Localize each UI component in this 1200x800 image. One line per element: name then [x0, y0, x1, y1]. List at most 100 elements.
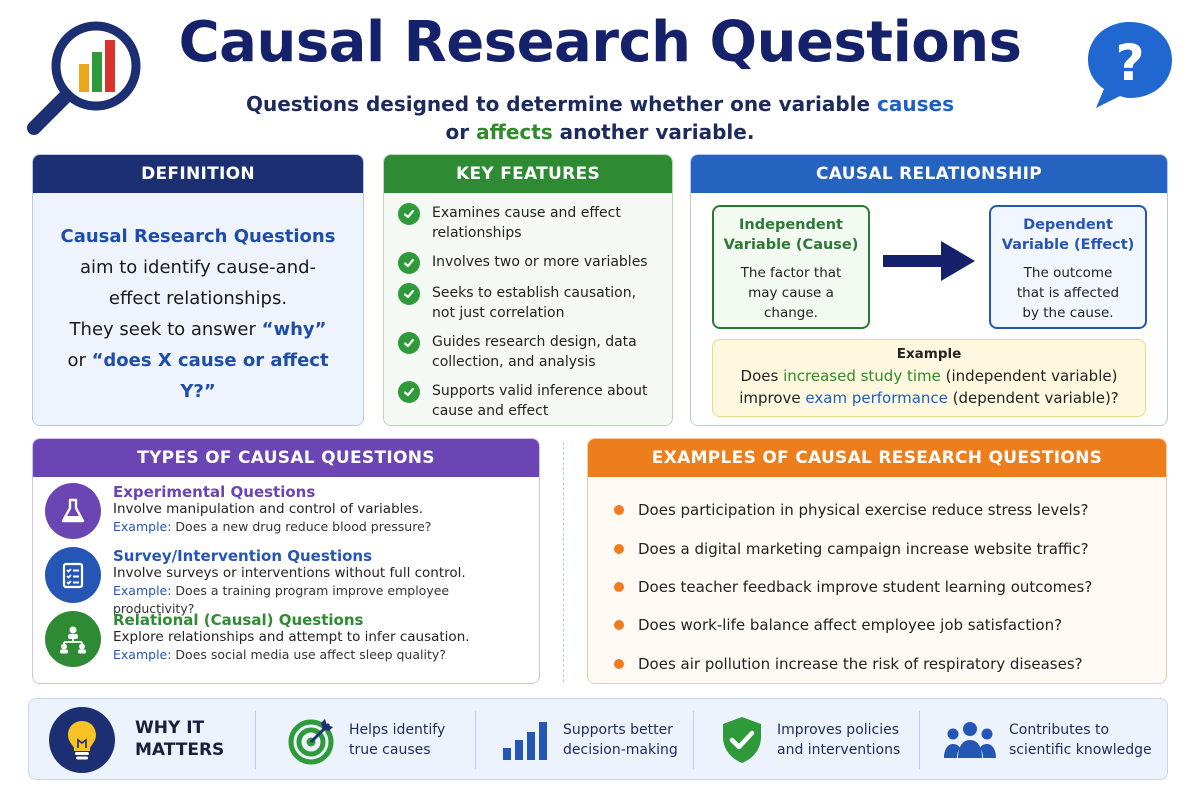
- text-line: Helps identify: [349, 722, 446, 738]
- example-label: Example:: [113, 583, 172, 598]
- type-example: Example: Does a training program improve…: [113, 582, 529, 618]
- definition-line: effect relationships.: [108, 288, 288, 309]
- check-icon: [398, 332, 420, 354]
- type-desc: Involve surveys or interventions without…: [113, 565, 466, 581]
- type-text: Survey/Intervention Questions Involve su…: [113, 547, 529, 618]
- magnifier-chart-icon: [27, 21, 141, 135]
- example-label: Example:: [113, 647, 172, 662]
- type-item-experimental: Experimental Questions Involve manipulat…: [45, 483, 529, 547]
- header: Causal Research Questions Questions desi…: [0, 0, 1200, 150]
- example-text: Does a training program improve employee…: [113, 583, 450, 616]
- example-question-text: Does teacher feedback improve student le…: [638, 577, 1093, 596]
- feature-item: Involves two or more variables: [398, 252, 662, 274]
- footer-separator: [919, 711, 920, 769]
- example-question: Does participation in physical exercise …: [614, 491, 1148, 529]
- key-features-header: KEY FEATURES: [384, 155, 672, 193]
- lightbulb-icon: [49, 707, 115, 773]
- subtitle-line-1: Questions designed to determine whether …: [0, 90, 1200, 118]
- definition-card: DEFINITION Causal Research Questions aim…: [32, 154, 364, 426]
- feature-text: Seeks to establish causation, not just c…: [432, 285, 637, 321]
- bullet-icon: [614, 505, 624, 516]
- example-plain: Does: [740, 367, 784, 385]
- subtitle-highlight-affects: affects: [476, 120, 553, 144]
- feature-item: Guides research design, data collection,…: [398, 332, 662, 372]
- flask-icon: [45, 483, 101, 539]
- subtitle-text: another variable.: [552, 120, 755, 144]
- types-header: TYPES OF CAUSAL QUESTIONS: [33, 439, 539, 477]
- definition-line: Causal Research Questions: [60, 226, 336, 247]
- page-title: Causal Research Questions: [178, 10, 1022, 75]
- bar-chart-icon: [503, 722, 547, 760]
- right-arrow-icon: [883, 241, 975, 281]
- example-label: Example:: [113, 519, 172, 534]
- desc-line: The factor that: [740, 265, 842, 281]
- example-plain: (dependent variable)?: [947, 389, 1119, 407]
- examples-header: EXAMPLES OF CAUSAL RESEARCH QUESTIONS: [588, 439, 1166, 477]
- type-item-survey: Survey/Intervention Questions Involve su…: [45, 547, 529, 616]
- desc-line: The outcome: [1023, 265, 1113, 281]
- feature-text: Examines cause and effect relationships: [432, 205, 621, 241]
- example-title: Example: [896, 346, 962, 362]
- example-question: Does work-life balance affect employee j…: [614, 606, 1148, 644]
- example-text: Does social media use affect sleep quali…: [171, 647, 446, 662]
- checklist-icon: [45, 547, 101, 603]
- check-icon: [398, 283, 420, 305]
- types-list: Experimental Questions Involve manipulat…: [33, 477, 539, 683]
- footer-separator: [475, 711, 476, 769]
- type-example: Example: Does social media use affect sl…: [113, 646, 470, 664]
- type-item-relational: Relational (Causal) Questions Explore re…: [45, 611, 529, 675]
- type-desc: Involve manipulation and control of vari…: [113, 501, 424, 517]
- type-example: Example: Does a new drug reduce blood pr…: [113, 518, 431, 536]
- subtitle-text: Questions designed to determine whether …: [246, 92, 878, 116]
- example-plain: (independent variable): [940, 367, 1118, 385]
- example-dependent: exam performance: [805, 389, 948, 407]
- definition-line: aim to identify cause-and-: [79, 257, 317, 278]
- type-title: Survey/Intervention Questions: [113, 547, 372, 565]
- example-plain: improve: [739, 389, 806, 407]
- feature-item: Seeks to establish causation, not just c…: [398, 283, 662, 323]
- type-title: Relational (Causal) Questions: [113, 611, 364, 629]
- type-text: Experimental Questions Involve manipulat…: [113, 483, 431, 536]
- check-icon: [398, 203, 420, 225]
- bullet-icon: [614, 543, 624, 554]
- question-bubble-icon: ?: [1088, 22, 1172, 108]
- title-line: Variable (Cause): [723, 237, 859, 253]
- feature-text: Guides research design, data collection,…: [432, 334, 637, 370]
- target-icon: [288, 719, 334, 765]
- section-divider: [563, 442, 564, 682]
- feature-text: Supports valid inference about cause and…: [432, 383, 648, 419]
- bullet-icon: [614, 620, 624, 631]
- text-line: Supports better: [563, 722, 673, 738]
- example-box: Example Does increased study time (indep…: [712, 339, 1146, 417]
- text-line: Contributes to: [1009, 722, 1110, 738]
- feature-text: Involves two or more variables: [432, 254, 648, 270]
- svg-text:?: ?: [1115, 34, 1144, 92]
- people-icon: [944, 722, 996, 758]
- label-line: MATTERS: [135, 740, 225, 760]
- title-line: Dependent: [1023, 217, 1113, 233]
- desc-line: may cause a: [748, 285, 834, 301]
- subtitle-line-2: or affects another variable.: [0, 118, 1200, 146]
- desc-line: that is affected: [1016, 285, 1120, 301]
- causal-relationship-header: CAUSAL RELATIONSHIP: [691, 155, 1167, 193]
- definition-highlight: “does X cause or affect Y?”: [91, 350, 329, 402]
- check-icon: [398, 381, 420, 403]
- network-icon: [45, 611, 101, 667]
- examples-card: EXAMPLES OF CAUSAL RESEARCH QUESTIONS Do…: [587, 438, 1167, 684]
- label-line: WHY IT: [135, 718, 205, 738]
- feature-item: Supports valid inference about cause and…: [398, 381, 662, 421]
- check-icon: [398, 252, 420, 274]
- title-line: Independent: [739, 217, 843, 233]
